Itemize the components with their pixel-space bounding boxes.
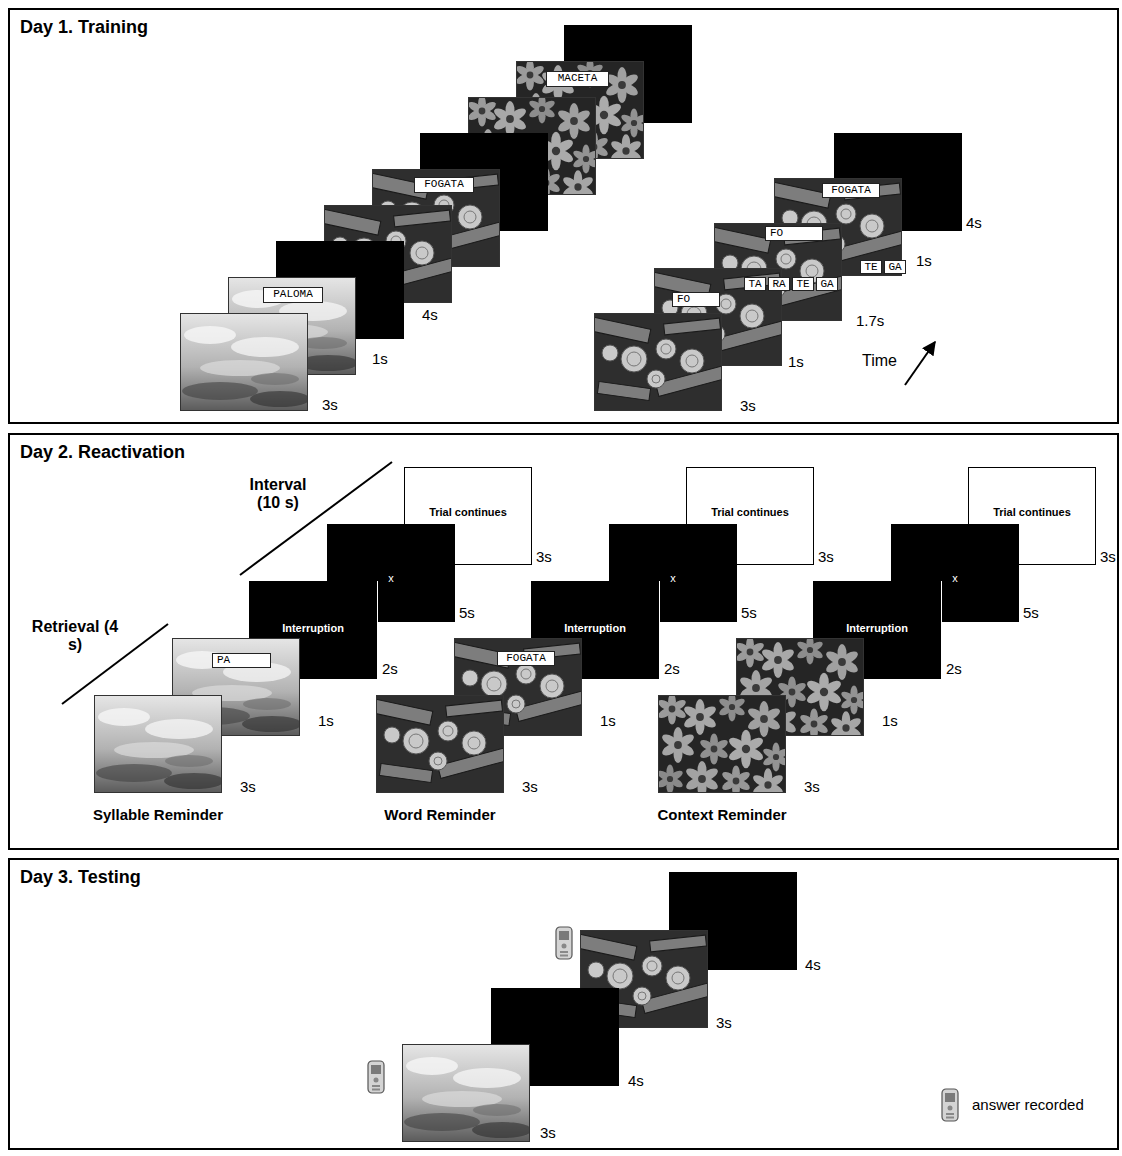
day-panel: Day 3. Testing [8, 858, 1119, 1150]
box-text: FO [770, 227, 783, 240]
axis-label: Time [862, 352, 897, 370]
box-text: Trial continues [405, 505, 531, 519]
word-box: FOGATA [497, 651, 555, 666]
box-text: GA [820, 278, 833, 290]
duration-label: 3s [536, 548, 552, 566]
word-box: MACETA [546, 71, 609, 87]
box-text: PALOMA [273, 288, 313, 301]
box-text: MACETA [558, 72, 598, 85]
phase-label: Retrieval (4 s) [30, 618, 120, 654]
syllable-cue-box: PA [212, 653, 271, 668]
legend-recorder-icon [942, 1089, 958, 1121]
box-text: Trial continues [969, 505, 1095, 519]
duration-label: 1.7s [856, 312, 884, 330]
syllable-box: GA [816, 277, 838, 291]
panel-title: Day 3. Testing [20, 866, 1122, 888]
sky-photo [180, 313, 310, 411]
word-box: PALOMA [263, 287, 323, 303]
duration-label: 5s [741, 604, 757, 622]
panel-title: Day 2. Reactivation [20, 441, 1122, 463]
interruption-screen: Interruption [813, 581, 941, 679]
syllable-box: TE [792, 277, 814, 291]
sky-photo [94, 695, 224, 793]
legend-entry: answer recorded [972, 1096, 1084, 1114]
duration-label: 3s [322, 396, 338, 414]
box-text: TE [864, 261, 877, 273]
box-text: Trial continues [687, 505, 813, 519]
condition-label: Syllable Reminder [78, 806, 238, 824]
duration-label: 1s [600, 712, 616, 730]
recorder-icon [556, 927, 572, 959]
sky-photo [402, 1044, 532, 1142]
duration-label: 3s [740, 397, 756, 415]
condition-label: Word Reminder [360, 806, 520, 824]
panel-title: Day 1. Training [20, 16, 1122, 38]
box-text: GA [888, 261, 901, 273]
duration-label: 2s [382, 660, 398, 678]
syllable-cue-box: FO [672, 292, 720, 307]
phase-label: Interval (10 s) [236, 476, 320, 512]
duration-label: 4s [422, 306, 438, 324]
box-text: FOGATA [424, 178, 464, 191]
box-text: Interruption [531, 621, 659, 635]
duration-label: 1s [318, 712, 334, 730]
syllable-box: GA [884, 260, 906, 274]
duration-label: 1s [788, 353, 804, 371]
flower-photo [656, 693, 791, 802]
duration-label: 3s [804, 778, 820, 796]
duration-label: 4s [966, 214, 982, 232]
duration-label: 5s [459, 604, 475, 622]
wood-photo [371, 695, 508, 793]
duration-label: 3s [540, 1124, 556, 1142]
duration-label: 3s [1100, 548, 1116, 566]
box-text: FO [677, 293, 690, 306]
duration-label: 1s [916, 252, 932, 270]
syllable-cue-box: FO [765, 226, 823, 241]
time-arrow [905, 342, 935, 385]
box-text: Interruption [813, 621, 941, 635]
word-box: FOGATA [822, 183, 880, 198]
day-panel: Day 2. ReactivationPAInterruptionxTrial … [8, 433, 1119, 850]
duration-label: 4s [805, 956, 821, 974]
word-box: FOGATA [414, 177, 474, 193]
box-text: TA [748, 278, 761, 290]
legend-text: answer recorded [972, 1096, 1084, 1113]
syllable-box: TA [744, 277, 766, 291]
syllable-box: RA [768, 277, 790, 291]
box-text: FOGATA [831, 184, 871, 197]
wood-photo [589, 313, 726, 411]
box-text: FOGATA [506, 652, 546, 665]
duration-label: 2s [664, 660, 680, 678]
condition-label: Context Reminder [642, 806, 802, 824]
duration-label: 3s [716, 1014, 732, 1032]
box-text: RA [772, 278, 785, 290]
box-text: Interruption [249, 621, 377, 635]
duration-label: 5s [1023, 604, 1039, 622]
recorder-icon [368, 1061, 384, 1093]
duration-label: 3s [240, 778, 256, 796]
syllable-box: TE [860, 260, 882, 274]
duration-label: 3s [522, 778, 538, 796]
box-text: PA [217, 654, 230, 667]
duration-label: 1s [882, 712, 898, 730]
day-panel: Day 1. TrainingPALOMA FOGATA MACETA FO FO TA R… [8, 8, 1119, 424]
box-text: TE [796, 278, 809, 290]
duration-label: 1s [372, 350, 388, 368]
duration-label: 3s [818, 548, 834, 566]
duration-label: 4s [628, 1072, 644, 1090]
duration-label: 2s [946, 660, 962, 678]
